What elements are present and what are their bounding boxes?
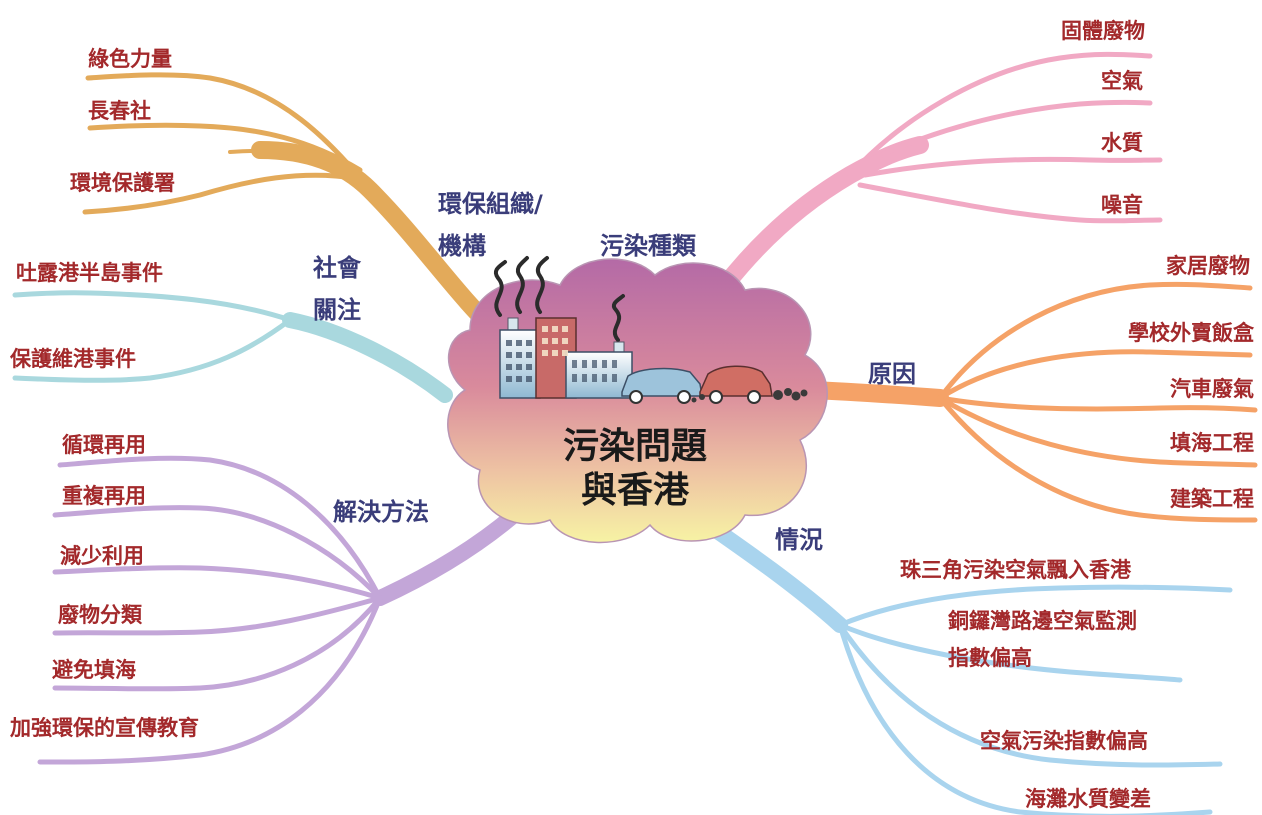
leaf-label: 建築工程 <box>1170 487 1254 511</box>
leaf-label: 空氣污染指數偏高 <box>980 729 1148 753</box>
leaf-label: 長春社 <box>88 99 151 123</box>
branch-label-social-line2: 關注 <box>313 296 361 324</box>
leaf-label: 家居廢物 <box>1166 254 1250 278</box>
leaf-label: 學校外賣飯盒 <box>1128 321 1255 345</box>
branch-solutions-lines <box>37 455 528 765</box>
leaf-label: 噪音 <box>1101 193 1143 217</box>
leaf-label: 綠色力量 <box>88 47 172 71</box>
leaf-label: 銅鑼灣路邊空氣監測 <box>948 609 1137 633</box>
leaf-label: 減少利用 <box>60 544 144 568</box>
leaf-label: 避免填海 <box>52 658 136 682</box>
branch-label-organizations-line1: 環保組織/ <box>438 190 543 218</box>
branch-types-lines <box>691 51 1163 329</box>
leaf-label: 固體廢物 <box>1061 19 1145 43</box>
center-title-line1: 污染問題 <box>563 426 707 467</box>
leaf-label: 吐露港半島事件 <box>16 261 163 285</box>
center-cloud: 污染問題 與香港 <box>447 256 828 544</box>
leaf-label: 水質 <box>1101 131 1143 155</box>
leaf-label: 環境保護署 <box>70 171 175 195</box>
branch-label-organizations-line2: 機構 <box>438 232 486 260</box>
branch-social-lines <box>12 290 453 403</box>
branch-label-types: 污染種類 <box>600 232 697 260</box>
branch-label-situation: 情況 <box>775 526 823 554</box>
leaf-label: 填海工程 <box>1170 431 1254 455</box>
leaf-label: 指數偏高 <box>948 646 1032 670</box>
center-title-line2: 與香港 <box>581 470 690 511</box>
branch-organizations-lines <box>82 72 509 344</box>
branch-label-social-line1: 社會 <box>313 254 362 282</box>
branch-label-solutions: 解決方法 <box>333 498 429 526</box>
branch-label-causes: 原因 <box>868 360 916 388</box>
leaf-label: 空氣 <box>1101 69 1143 93</box>
leaf-label: 汽車廢氣 <box>1170 377 1254 401</box>
leaf-label: 海灘水質變差 <box>1025 787 1151 811</box>
leaf-label: 珠三角污染空氣飄入香港 <box>900 558 1132 582</box>
factory-and-cars-icon <box>493 256 808 404</box>
leaf-label: 廢物分類 <box>58 603 143 627</box>
leaf-label: 重複再用 <box>62 484 146 508</box>
leaf-label: 循環再用 <box>62 433 146 457</box>
branch-causes-lines <box>801 281 1258 523</box>
leaf-label: 保護維港事件 <box>9 347 136 371</box>
leaf-label: 加強環保的宣傳教育 <box>9 716 199 740</box>
